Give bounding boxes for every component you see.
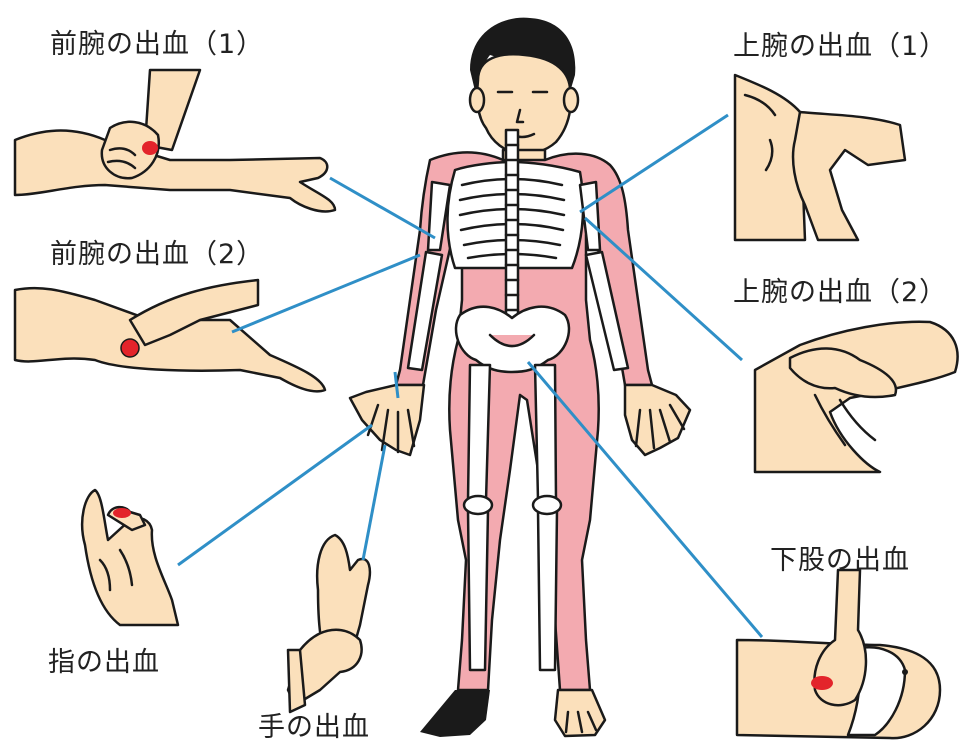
label-thigh: 下股の出血 [770,538,910,577]
right-ear [564,88,578,112]
left-tibia [468,510,488,670]
label-forearm-2: 前腕の出血（2） [50,232,264,271]
body-figure [350,18,690,737]
right-hand [625,385,690,455]
left-femur [468,365,490,500]
label-finger: 指の出血 [48,640,160,679]
right-tibia [538,510,557,670]
upper-arm-1-illustration [735,75,905,240]
label-forearm-1: 前腕の出血（1） [50,22,264,61]
left-foot [420,690,490,737]
thigh-illustration [737,570,940,738]
blood-spot-forearm-2 [121,339,139,357]
blood-spot-forearm-1 [142,141,158,155]
label-upper-arm-2: 上腕の出血（2） [733,270,947,309]
blood-spot-thigh [811,676,833,690]
finger-illustration [82,490,178,625]
label-hand: 手の出血 [258,705,370,744]
upper-arm-2-illustration [755,322,958,472]
left-ear [470,88,484,112]
blood-spot-finger [113,508,131,518]
right-femur [535,365,556,500]
forearm-2-illustration [15,280,325,391]
forearm-1-illustration [15,70,335,211]
head [477,54,570,154]
right-foot [555,690,605,736]
label-upper-arm-1: 上腕の出血（1） [733,24,947,63]
hand-illustration [288,535,370,712]
